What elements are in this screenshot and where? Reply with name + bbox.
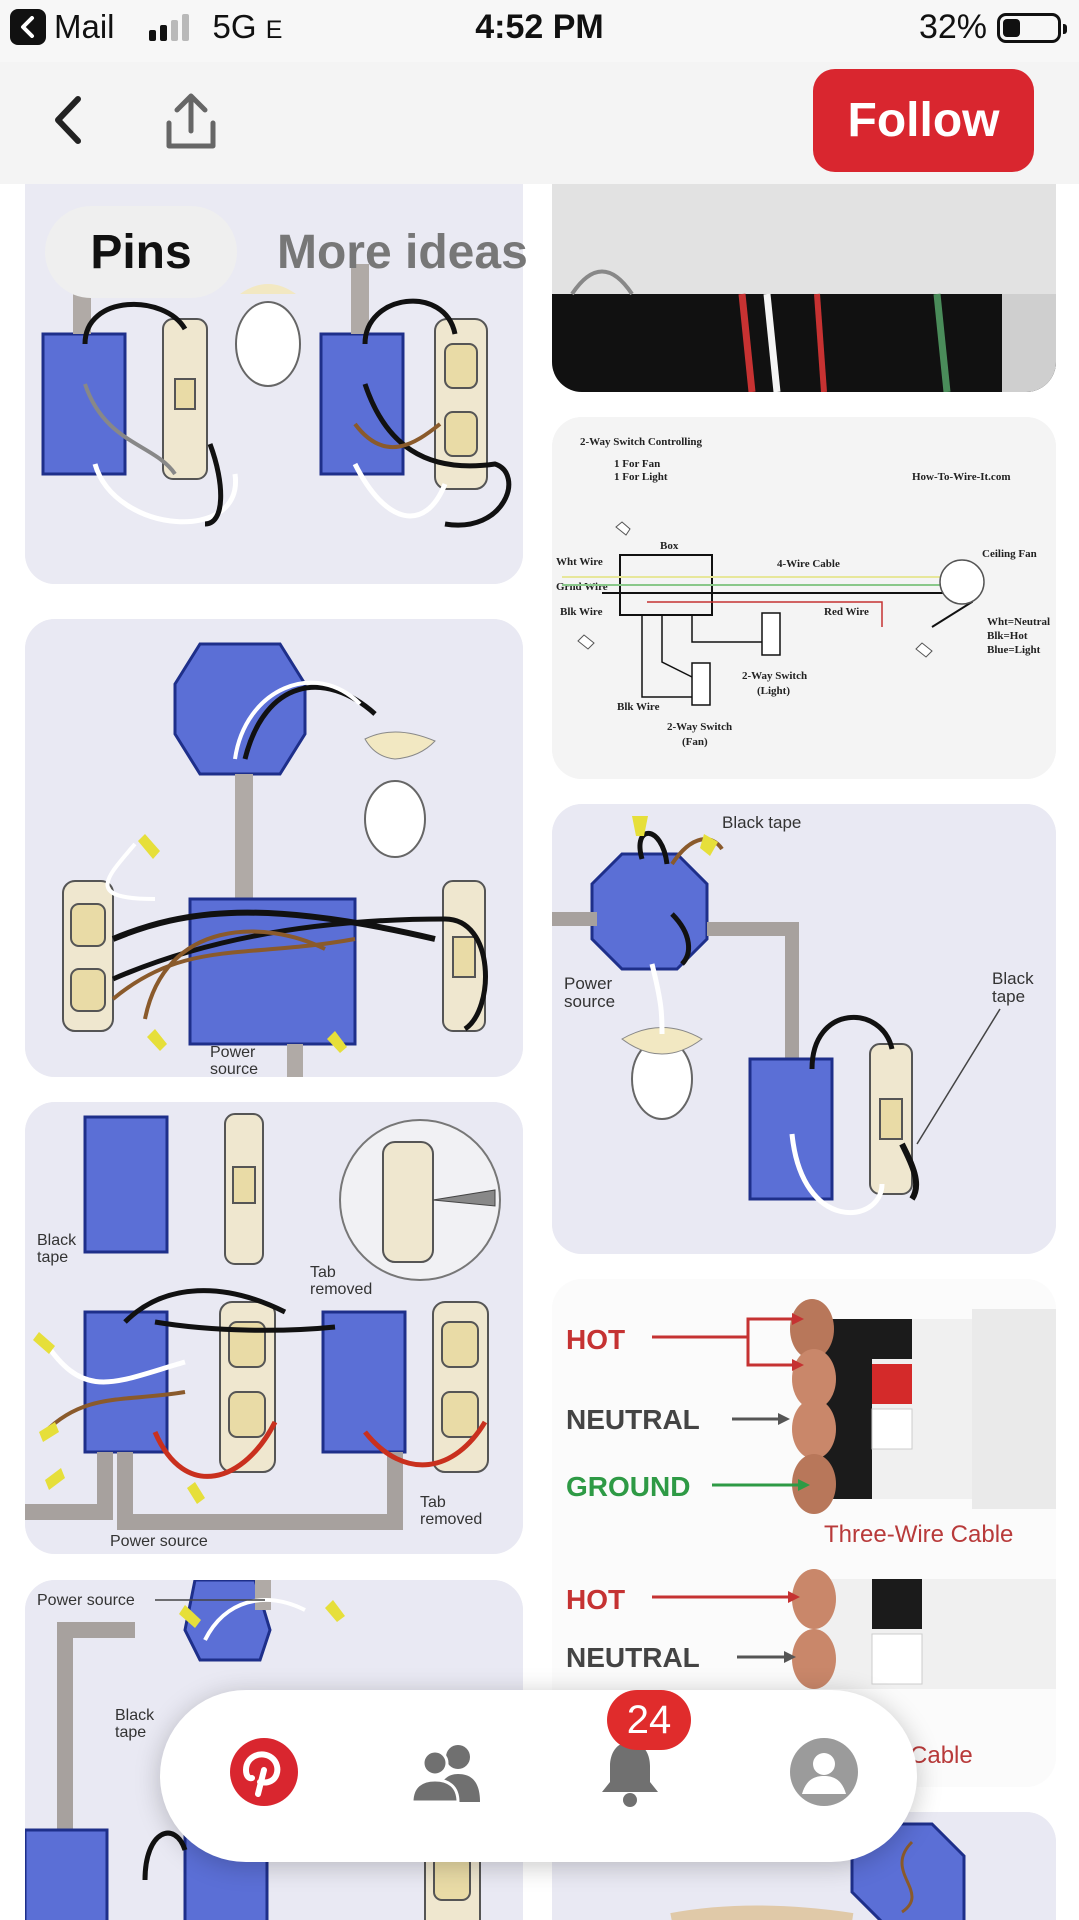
notifications-bell-icon[interactable]	[590, 1732, 670, 1812]
cell-signal-icon	[148, 13, 189, 41]
following-people-icon[interactable]	[406, 1732, 486, 1812]
tab-pins[interactable]: Pins	[45, 206, 237, 298]
back-app-label[interactable]: Mail	[54, 8, 115, 45]
schematic-site: How-To-Wire-It.com	[912, 471, 1010, 483]
schematic-switch-fan: 2-Way Switch	[667, 721, 732, 733]
power-source-label-2: source	[564, 992, 615, 1011]
black-tape-label-2: tape	[115, 1724, 146, 1741]
neutral-label: NEUTRAL	[566, 1404, 700, 1435]
black-tape-label: Black	[115, 1707, 155, 1724]
pin-three-outlets-diagram[interactable]: Black tape Tab removed Tab removed Power…	[25, 1102, 523, 1554]
pin-grid: Power source	[0, 184, 1079, 1920]
schematic-grnd-wire: Grnd Wire	[556, 581, 608, 593]
ground-label: GROUND	[566, 1471, 690, 1502]
power-source-label: Power	[564, 974, 613, 993]
tab-removed-label-4: removed	[420, 1511, 482, 1528]
three-wire-label: Three-Wire Cable	[824, 1521, 1013, 1548]
pin-outlets-light-diagram[interactable]: Power source	[25, 619, 523, 1077]
tab-more-ideas[interactable]: More ideas	[277, 225, 528, 279]
schematic-red-wire: Red Wire	[824, 606, 869, 618]
black-tape-label: Black	[37, 1232, 77, 1249]
schematic-switch-light: 2-Way Switch	[742, 670, 807, 682]
schematic-switch-fan-2: (Fan)	[682, 736, 708, 748]
schematic-box-label: Box	[660, 540, 679, 552]
schematic-subtitle-2: 1 For Light	[614, 471, 668, 483]
profile-avatar-icon[interactable]	[784, 1732, 864, 1812]
chevron-left-icon[interactable]	[40, 92, 96, 148]
schematic-title: 2-Way Switch Controlling	[580, 436, 703, 448]
pin-light-switch-diagram[interactable]: Black tape Power source Black tape	[552, 804, 1056, 1254]
board-header: Follow	[0, 62, 1079, 184]
network-type: 5G E	[212, 8, 283, 45]
black-tape-label-right: Black	[992, 969, 1034, 988]
board-tabs: Pins More ideas	[45, 206, 568, 298]
tab-removed-label: Tab	[310, 1264, 336, 1281]
tab-removed-label-2: removed	[310, 1281, 372, 1298]
clock: 4:52 PM	[475, 8, 604, 46]
schematic-blk-wire: Blk Wire	[560, 606, 603, 618]
hot-label-2: HOT	[566, 1584, 625, 1615]
battery-icon	[997, 12, 1067, 43]
schematic-fan-label: Ceiling Fan	[982, 548, 1037, 560]
schematic-wht-wire: Wht Wire	[556, 556, 603, 568]
schematic-subtitle-1: 1 For Fan	[614, 458, 660, 470]
schematic-switch-light-2: (Light)	[757, 685, 790, 697]
power-source-label-2: source	[210, 1061, 258, 1077]
bottom-tab-bar: 24	[160, 1690, 917, 1862]
black-tape-label-2: tape	[37, 1249, 68, 1266]
tab-removed-label-3: Tab	[420, 1494, 446, 1511]
schematic-key-2: Blk=Hot	[987, 630, 1028, 642]
black-tape-label: Black tape	[722, 813, 801, 832]
power-source-label: Power source	[37, 1592, 135, 1609]
pinterest-logo-icon[interactable]	[224, 1732, 304, 1812]
pin-wiring-photo[interactable]	[552, 184, 1056, 392]
schematic-blk-wire-2: Blk Wire	[617, 701, 660, 713]
neutral-label-2: NEUTRAL	[566, 1642, 700, 1673]
share-icon[interactable]	[158, 88, 224, 154]
pin-two-way-switch-schematic[interactable]: 2-Way Switch Controlling 1 For Fan 1 For…	[552, 417, 1056, 779]
power-source-label: Power	[210, 1044, 256, 1061]
notification-count-badge: 24	[607, 1690, 691, 1750]
hot-label: HOT	[566, 1324, 625, 1355]
schematic-key-1: Wht=Neutral	[987, 616, 1050, 628]
schematic-key-3: Blue=Light	[987, 644, 1041, 656]
follow-button[interactable]: Follow	[813, 69, 1034, 172]
status-bar: Mail 5G E 4:52 PM 32%	[0, 0, 1079, 62]
schematic-cable-label: 4-Wire Cable	[777, 558, 840, 570]
power-source-label: Power source	[110, 1533, 208, 1550]
battery-percent: 32%	[918, 8, 987, 46]
back-to-app-icon[interactable]	[10, 9, 46, 45]
black-tape-label-right-2: tape	[992, 987, 1025, 1006]
